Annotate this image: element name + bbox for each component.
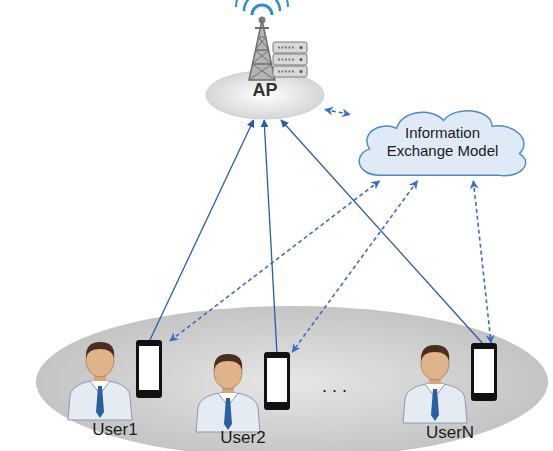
- phone-screen: [267, 358, 287, 402]
- person-head: [421, 346, 449, 380]
- server-unit: [273, 42, 307, 53]
- person-tie: [431, 389, 439, 421]
- server-slots: [278, 59, 295, 61]
- user-node: User1: [60, 340, 170, 440]
- person-body: [196, 392, 260, 432]
- user-area: [36, 306, 548, 451]
- user-node: User2: [188, 352, 298, 448]
- person-body: [68, 380, 132, 420]
- wireless-link: [150, 120, 254, 340]
- person-tie: [96, 386, 104, 418]
- access-point: AP: [205, 70, 325, 120]
- person-body: [403, 383, 467, 423]
- dashed-exchange-link: [292, 181, 417, 352]
- server-light: [300, 70, 303, 73]
- server-slots: [278, 71, 295, 73]
- cloud-node: Information Exchange Model: [350, 103, 535, 181]
- user-label: User2: [220, 428, 265, 448]
- wireless-link: [264, 120, 277, 352]
- signal-wave: [236, 0, 288, 7]
- person-tie: [224, 398, 232, 430]
- server-unit: [273, 54, 307, 65]
- phone-body: [471, 343, 497, 401]
- server-unit: [273, 66, 307, 77]
- tower-mast: [249, 20, 275, 80]
- cloud-outline: [359, 111, 526, 176]
- signal-wave: [252, 5, 272, 15]
- server-light: [300, 46, 303, 49]
- phone-body: [136, 340, 162, 398]
- user-label: UserN: [426, 423, 474, 443]
- server-slots: [278, 47, 295, 49]
- dashed-exchange-link: [170, 181, 379, 341]
- ellipsis-label: . . .: [322, 376, 347, 397]
- signal-wave: [244, 0, 280, 11]
- user-label: User1: [92, 420, 137, 440]
- person-head: [214, 355, 242, 389]
- ap-tower-icon: [205, 2, 325, 82]
- server-light: [300, 58, 303, 61]
- person-hair: [86, 342, 114, 358]
- phone-body: [264, 352, 290, 410]
- user-node: UserN: [395, 343, 505, 443]
- person-hair: [421, 345, 449, 361]
- cloud-label: Information Exchange Model: [373, 124, 513, 160]
- phone-screen: [139, 346, 159, 390]
- dashed-exchange-link: [325, 109, 350, 114]
- phone-screen: [474, 349, 494, 393]
- tower-lattice: [249, 37, 275, 80]
- tower-dish: [255, 27, 269, 29]
- ap-label: AP: [252, 80, 277, 102]
- person-head: [86, 343, 114, 377]
- person-hair: [214, 354, 242, 370]
- dashed-exchange-link: [473, 181, 491, 343]
